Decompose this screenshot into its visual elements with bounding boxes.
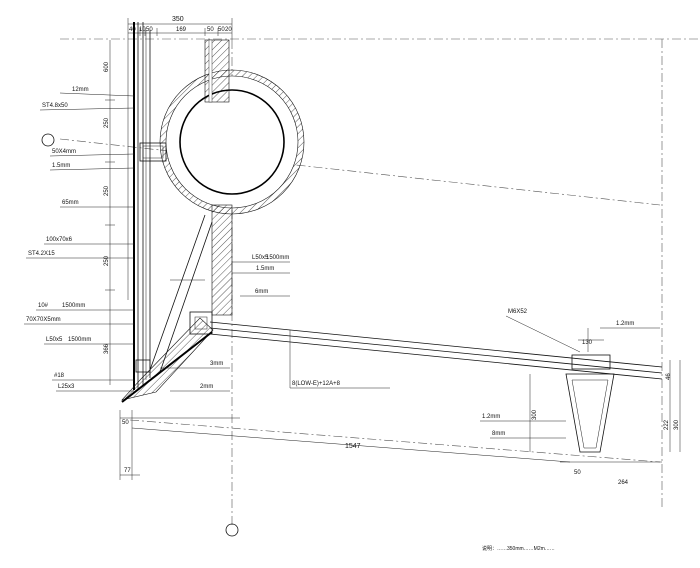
label-1-2mm-top: 1.2mm <box>616 321 634 327</box>
vdim-2: 250 <box>104 117 110 128</box>
dim-1547: 1547 <box>345 443 361 450</box>
axis-bubble-left <box>41 133 55 147</box>
bottom-dims: 50 1547 77 <box>119 410 571 480</box>
label-18: #18 <box>54 373 65 379</box>
dim-top-4: 169 <box>176 27 187 33</box>
label-65mm: 65mm <box>62 200 79 206</box>
label-50x4mm: 50X4mm <box>52 149 76 155</box>
right-dims: 130 300 222 300 46 50 264 <box>529 340 681 486</box>
dim-top-1: 40 <box>129 27 136 33</box>
dim-top-7: 20 <box>225 27 232 33</box>
label-m6x52: M6X52 <box>508 309 528 315</box>
dim-50-left: 50 <box>122 420 129 426</box>
left-vertical-dims: 600 250 250 250 366 <box>104 40 115 385</box>
label-3mm: 3mm <box>210 361 223 367</box>
label-1-5mm-mid: 1.5mm <box>256 266 274 272</box>
reference-axes <box>41 38 700 537</box>
vdim-1: 600 <box>104 61 110 72</box>
dim-top-5: 50 <box>207 27 214 33</box>
label-6mm: 6mm <box>255 289 268 295</box>
dim-top-6: 50 <box>218 27 225 33</box>
label-st48x50: ST4.8x50 <box>42 103 68 109</box>
right-labels: M6X52 1.2mm 1.2mm 8mm <box>480 309 660 439</box>
left-wall-panel <box>133 22 167 390</box>
left-labels: 12mm ST4.8x50 50X4mm 1.5mm 65mm 100x70x6… <box>24 87 135 392</box>
dim-46: 46 <box>666 373 672 380</box>
label-1-2mm-side: 1.2mm <box>482 414 500 420</box>
label-70x70x5: 70X70X5mm <box>26 317 61 323</box>
hatched-mullion <box>204 39 233 316</box>
label-100x70x6: 100x70x6 <box>46 237 73 243</box>
label-1500mm-a: 1500mm <box>62 303 85 309</box>
dim-300-left: 300 <box>532 409 538 420</box>
diagonal-bracing <box>121 214 214 403</box>
dim-222: 222 <box>664 419 670 430</box>
drawing-note: 说明：……350mm……M2m…… <box>482 545 555 552</box>
edge-gutter <box>565 328 615 453</box>
round-column <box>159 69 305 215</box>
vdim-3: 250 <box>104 185 110 196</box>
dim-264: 264 <box>618 480 629 486</box>
dim-300-right: 300 <box>674 419 680 430</box>
label-12mm: 12mm <box>72 87 89 93</box>
middle-labels: L50x5 1500mm 1.5mm 6mm 3mm 2mm 8(LOW-E)+… <box>160 255 390 392</box>
label-l50x5: L50x5 <box>46 337 63 343</box>
axis-bubble-bottom <box>225 523 239 537</box>
label-l50x5-mid: L50x5 <box>252 255 269 261</box>
dim-130: 130 <box>582 340 593 346</box>
vdim-5: 366 <box>104 343 110 354</box>
dim-77: 77 <box>124 468 131 474</box>
label-1500mm-mid: 1500mm <box>266 255 289 261</box>
label-10: 10# <box>38 303 49 309</box>
dim-total-top: 350 <box>172 16 184 23</box>
label-1500mm-b: 1500mm <box>68 337 91 343</box>
label-8mm: 8mm <box>492 431 505 437</box>
label-1-5mm: 1.5mm <box>52 163 70 169</box>
dim-50-right: 50 <box>574 470 581 476</box>
corner-connector <box>189 311 213 335</box>
label-glass-spec: 8(LOW-E)+12A+8 <box>292 381 341 387</box>
label-2mm: 2mm <box>200 384 213 390</box>
label-l25x3: L25x3 <box>58 384 75 390</box>
vdim-4: 250 <box>104 255 110 266</box>
label-st42x15: ST4.2X15 <box>28 251 55 257</box>
glass-canopy <box>209 321 663 388</box>
